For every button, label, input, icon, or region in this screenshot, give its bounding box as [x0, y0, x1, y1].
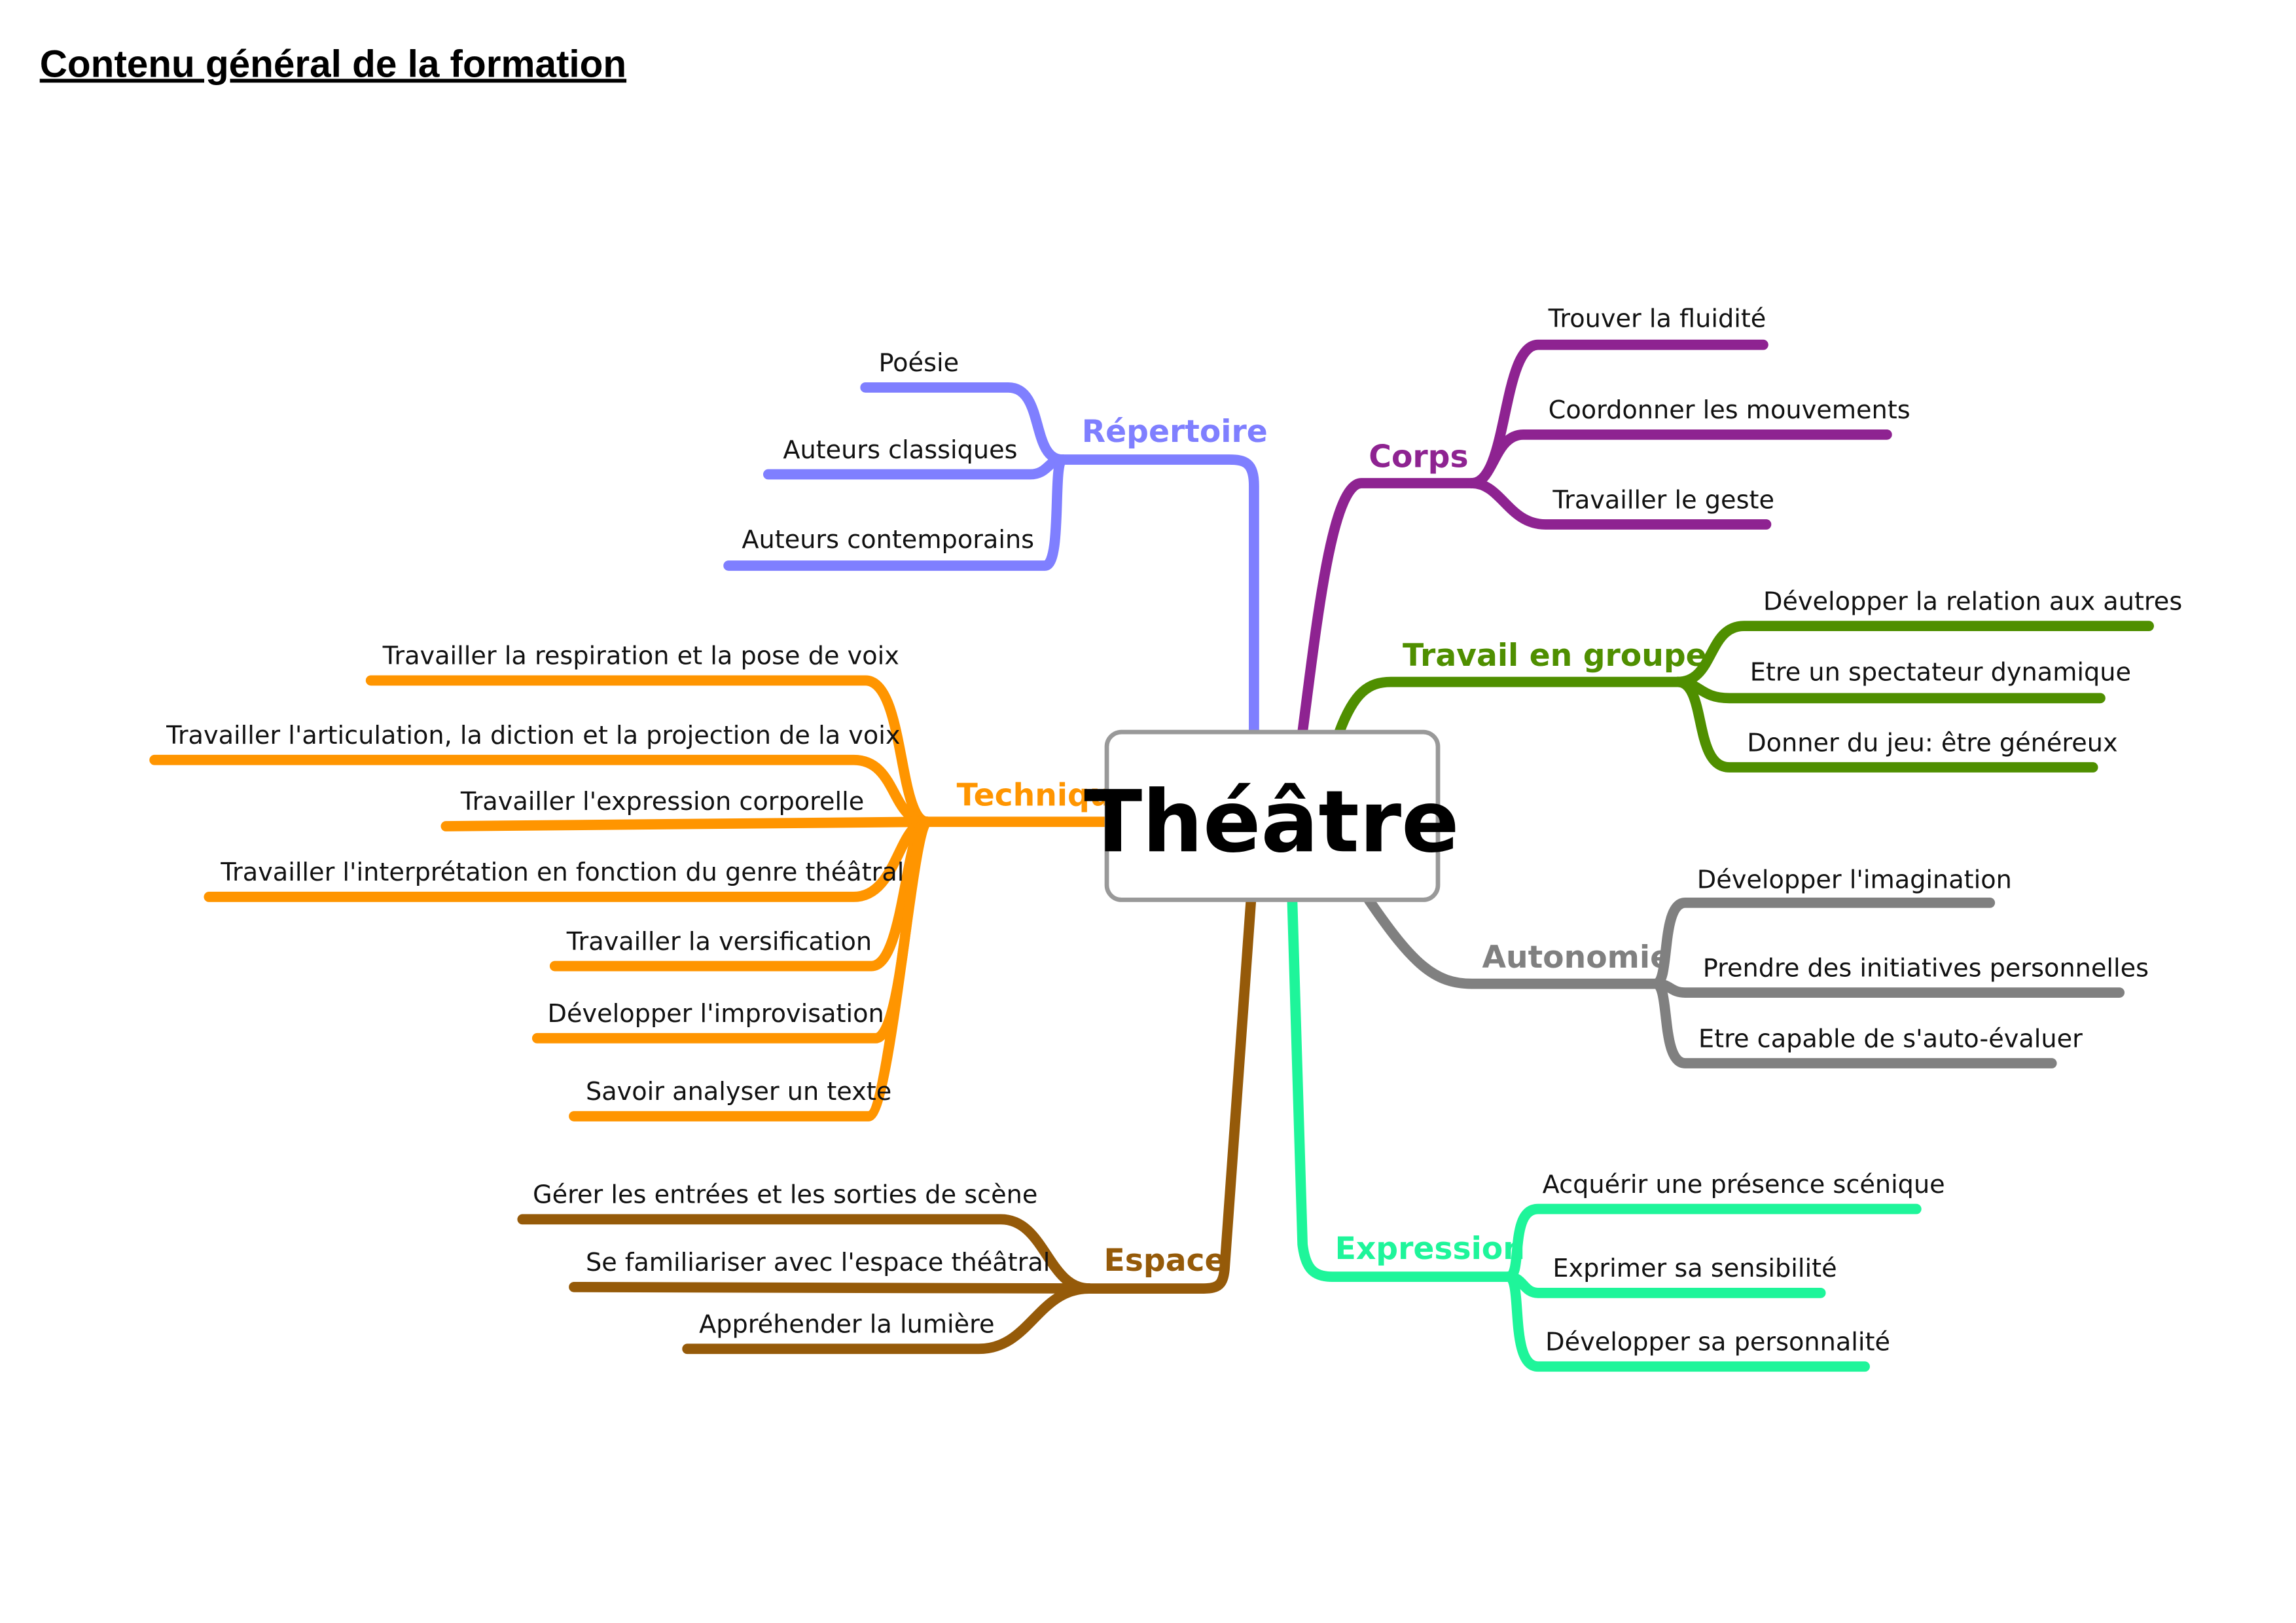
branch-line: [1057, 454, 1259, 737]
leaf-label: Acquérir une présence scénique: [1543, 1171, 1945, 1199]
leaf-label: Poésie: [878, 349, 959, 378]
leaf-line: [1672, 676, 2098, 773]
branch-label-expression: Expression: [1335, 1231, 1525, 1267]
branch-line: [1363, 894, 1661, 989]
branch-line: [1334, 676, 1683, 737]
leaf-line: [860, 382, 1068, 465]
leaf-label: Savoir analyser un texte: [586, 1078, 891, 1106]
leaf-label: Développer sa personnalité: [1545, 1328, 1890, 1357]
leaf-label: Développer l'imagination: [1697, 866, 2012, 894]
branch-label-autonomie: Autonomie: [1482, 939, 1671, 976]
branch-autonomie: [1363, 894, 2125, 1068]
leaf-line: [1650, 978, 2125, 998]
leaf-line: [1503, 1271, 1870, 1372]
branch-line: [1084, 894, 1257, 1294]
leaf-label: Coordonner les mouvements: [1549, 396, 1910, 425]
branch-line: [1297, 478, 1477, 737]
leaf-label: Trouver la fluidité: [1548, 305, 1767, 334]
leaf-line: [569, 816, 933, 1122]
leaf-label: Prendre des initiatives personnelles: [1703, 954, 2149, 983]
branch-label-technique: Technique: [957, 778, 1133, 814]
leaf-label: Exprimer sa sensibilité: [1552, 1254, 1837, 1283]
leaf-line: [569, 1281, 1094, 1294]
leaf-label: Etre capable de s'auto-évaluer: [1698, 1025, 2083, 1053]
leaf-label: Etre un spectateur dynamique: [1750, 658, 2131, 687]
leaf-line: [440, 816, 933, 831]
page-title: Contenu général de la formation: [40, 43, 626, 85]
leaf-line: [1650, 978, 2057, 1068]
leaf-label: Auteurs classiques: [783, 436, 1017, 465]
leaf-label: Travailler le geste: [1552, 486, 1774, 515]
leaf-line: [723, 454, 1068, 571]
branch-espace: [517, 894, 1257, 1355]
leaf-label: Développer la relation aux autres: [1763, 587, 2182, 616]
center-label: Théâtre: [1084, 772, 1459, 871]
branch-groupe: [1334, 621, 2154, 773]
branch-label-espace: Espace: [1104, 1243, 1226, 1279]
branch-label-groupe: Travail en groupe: [1403, 638, 1707, 674]
leaf-label: Développer l'improvisation: [548, 1000, 884, 1029]
leaf-label: Se familiariser avec l'espace théâtral: [586, 1249, 1050, 1277]
branch-corps: [1297, 339, 1892, 737]
branch-label-repertoire: Répertoire: [1082, 414, 1268, 450]
branch-technique: [149, 675, 1112, 1122]
leaf-label: Travailler la versification: [566, 928, 872, 957]
branch-line: [1287, 894, 1514, 1282]
center-node: [1104, 729, 1441, 902]
leaf-label: Travailler la respiration et la pose de …: [382, 642, 899, 671]
leaf-label: Gérer les entrées et les sorties de scèn…: [533, 1181, 1037, 1210]
leaf-line: [1466, 478, 1772, 530]
branch-expression: [1287, 894, 1922, 1372]
branch-repertoire: [723, 382, 1259, 737]
branch-label-corps: Corps: [1369, 439, 1468, 475]
leaf-label: Auteurs contemporains: [742, 526, 1034, 555]
leaf-label: Appréhender la lumière: [699, 1311, 994, 1340]
leaf-label: Donner du jeu: être généreux: [1747, 729, 2117, 757]
leaf-label: Travailler l'expression corporelle: [460, 788, 864, 816]
leaf-label: Travailler l'articulation, la diction et…: [166, 721, 900, 750]
leaf-label: Travailler l'interprétation en fonction …: [220, 858, 904, 887]
leaf-line: [682, 1283, 1094, 1355]
leaf-line: [1466, 429, 1892, 488]
